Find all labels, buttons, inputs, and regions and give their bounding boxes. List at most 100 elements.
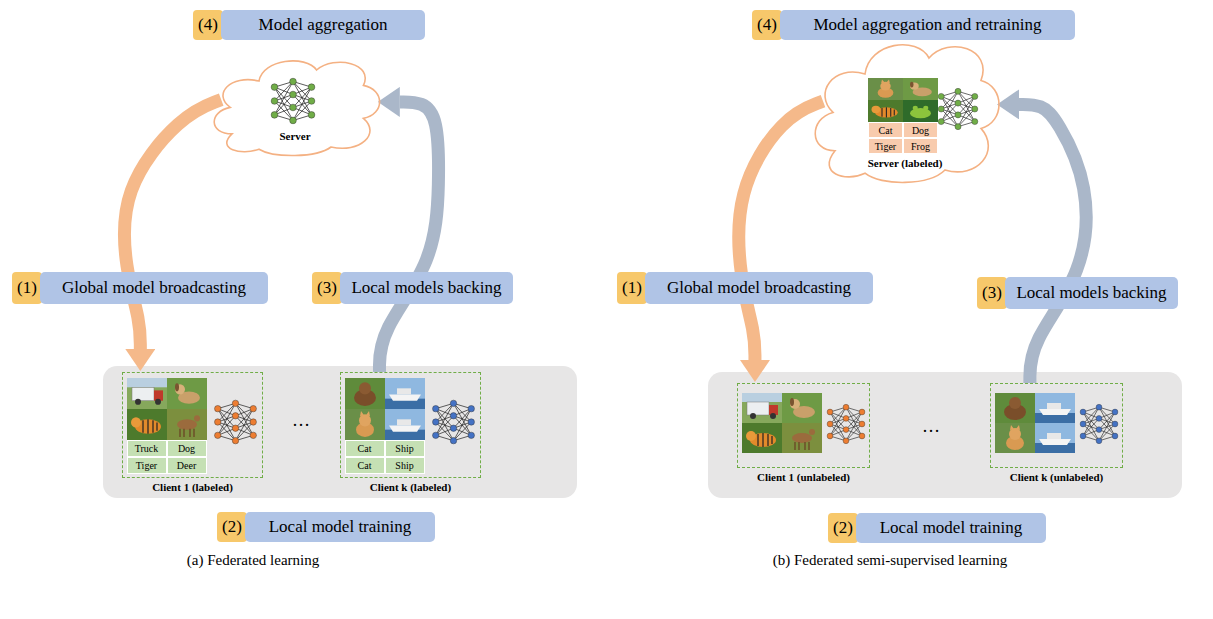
label-cell: Dog	[903, 122, 938, 138]
client-box: Client 1 (unlabeled)	[737, 383, 870, 468]
network-icon	[827, 404, 865, 443]
flow-arrow	[124, 100, 221, 349]
step-label-text: Global model broadcasting	[62, 278, 246, 298]
photo	[385, 409, 425, 440]
flow-arrow	[739, 101, 823, 360]
label-cell: Cat	[345, 457, 385, 474]
photo	[903, 78, 938, 100]
network-icon	[433, 400, 475, 444]
client-name: Client k (unlabeled)	[991, 471, 1122, 483]
client-box: TruckDogTigerDeerClient 1 (labeled)	[122, 372, 263, 478]
class-label: Tiger	[875, 141, 896, 152]
photo	[995, 423, 1035, 453]
step-label-text: Model aggregation	[259, 15, 388, 35]
client-name: Client 1 (unlabeled)	[738, 471, 869, 483]
label-cell: Dog	[167, 440, 207, 457]
step-number: (3)	[312, 272, 342, 304]
photo	[127, 409, 167, 440]
client-box: CatShipCatShipClient k (labeled)	[340, 372, 481, 478]
label-cell: Deer	[167, 457, 207, 474]
step-number: (2)	[828, 513, 858, 543]
photo	[167, 409, 207, 440]
label-cell: Ship	[385, 440, 425, 457]
network-icon	[1080, 404, 1118, 443]
network-icon	[271, 78, 315, 124]
client-name: Client 1 (labeled)	[123, 481, 262, 493]
network-icon	[215, 400, 257, 444]
client-group: TruckDogTigerDeerClient 1 (labeled)CatSh…	[103, 366, 577, 498]
step-number: (1)	[617, 272, 647, 304]
step-label-text: Local model training	[269, 517, 412, 537]
step-label-text: Global model broadcasting	[667, 278, 851, 298]
class-label: Dog	[912, 125, 929, 136]
photo	[782, 393, 822, 423]
step-number-text: (2)	[833, 518, 853, 538]
photo	[742, 393, 782, 423]
client-box: Client k (unlabeled)	[990, 383, 1123, 468]
step-label: Local model training	[245, 512, 435, 542]
step-label: Local model training	[856, 513, 1046, 543]
photo	[742, 423, 782, 453]
ellipsis: …	[922, 416, 940, 437]
step-label: Local models backing	[1005, 277, 1178, 309]
photo	[782, 423, 822, 453]
step-number-text: (4)	[198, 15, 218, 35]
step-number: (2)	[217, 512, 247, 542]
photo	[385, 378, 425, 409]
step-number-text: (2)	[222, 517, 242, 537]
photo	[1035, 423, 1075, 453]
ellipsis: …	[292, 410, 310, 431]
server-cloud: CatDogTigerFrogServer (labeled)	[805, 26, 1005, 186]
step-label-text: Local models backing	[1016, 283, 1166, 303]
caption: (b) Federated semi-supervised learning	[670, 552, 1110, 569]
step-label: Model aggregation	[221, 10, 425, 40]
photo	[345, 409, 385, 440]
class-label: Tiger	[136, 460, 157, 471]
photo	[345, 378, 385, 409]
label-cell: Ship	[385, 457, 425, 474]
photo	[868, 100, 903, 122]
label-cell: Tiger	[868, 138, 903, 154]
step-number-text: (1)	[622, 278, 642, 298]
class-label: Cat	[358, 443, 372, 454]
client-name: Client k (labeled)	[341, 481, 480, 493]
photo	[127, 378, 167, 409]
server-cloud: Server	[205, 48, 385, 158]
step-label: Local models backing	[340, 272, 513, 304]
step-label-text: Local models backing	[351, 278, 501, 298]
client-band-ground	[103, 366, 577, 498]
photo	[903, 100, 938, 122]
photo	[1035, 393, 1075, 423]
step-number-text: (3)	[317, 278, 337, 298]
class-label: Ship	[395, 460, 413, 471]
photo	[868, 78, 903, 100]
server-name: Server	[205, 130, 385, 142]
class-label: Deer	[177, 460, 196, 471]
class-label: Dog	[178, 443, 195, 454]
step-label: Global model broadcasting	[645, 272, 873, 304]
caption-text: (b) Federated semi-supervised learning	[773, 552, 1008, 568]
step-number-text: (3)	[982, 283, 1002, 303]
client-band-ground	[708, 372, 1182, 498]
client-group: Client 1 (unlabeled) Client k (unlabeled)…	[708, 372, 1182, 498]
flow-arrow	[379, 102, 438, 372]
class-label: Ship	[395, 443, 413, 454]
step-number-text: (4)	[757, 15, 777, 35]
step-number: (4)	[752, 10, 782, 40]
label-cell: Truck	[127, 440, 167, 457]
step-number: (1)	[12, 272, 42, 304]
label-cell: Cat	[345, 440, 385, 457]
server-name: Server (labeled)	[805, 157, 1005, 169]
caption-text: (a) Federated learning	[187, 552, 319, 568]
photo	[995, 393, 1035, 423]
step-number: (3)	[977, 277, 1007, 309]
network-icon	[938, 88, 978, 129]
photo	[167, 378, 207, 409]
label-cell: Tiger	[127, 457, 167, 474]
class-label: Cat	[358, 460, 372, 471]
class-label: Frog	[911, 141, 930, 152]
flow-arrow	[1019, 104, 1086, 383]
class-label: Truck	[135, 443, 159, 454]
caption: (a) Federated learning	[33, 552, 473, 569]
